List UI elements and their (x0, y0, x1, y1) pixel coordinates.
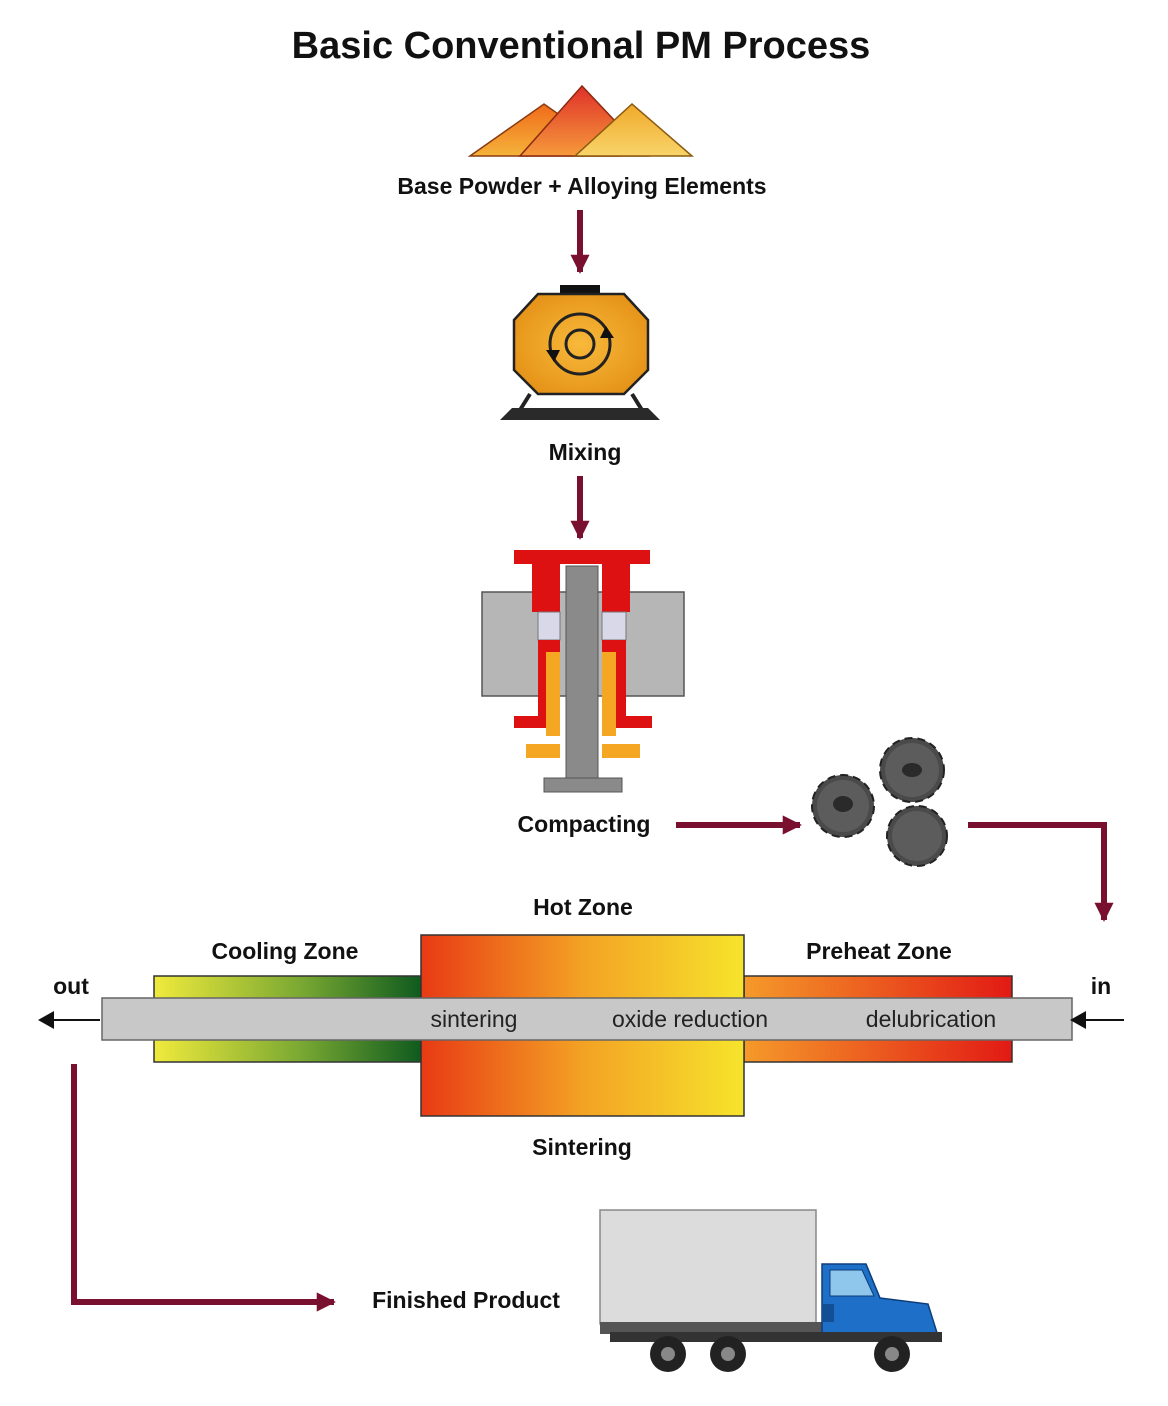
finished-product-label: Finished Product (372, 1287, 560, 1313)
delivery-truck-icon (599, 1209, 942, 1372)
preheat-zone-label: Preheat Zone (806, 938, 952, 964)
in-label: in (1091, 973, 1111, 999)
powder-label: Base Powder + Alloying Elements (397, 173, 766, 199)
out-label: out (53, 973, 89, 999)
compacted-gears-icon (811, 737, 948, 867)
arrow-to-finished-product (71, 1064, 336, 1312)
out-arrow-icon (38, 1011, 100, 1029)
stage-sintering-label: sintering (431, 1006, 518, 1032)
mixing-label: Mixing (549, 439, 622, 465)
stage-oxide-reduction-label: oxide reduction (612, 1006, 768, 1032)
stage-delubrication-label: delubrication (866, 1006, 996, 1032)
diagram-title: Basic Conventional PM Process (292, 25, 871, 67)
sintering-furnace (101, 934, 1073, 1117)
cooling-zone-label: Cooling Zone (212, 938, 359, 964)
compaction-press-icon (481, 550, 685, 793)
conveyor-belt (101, 997, 1073, 1041)
powder-pile-icon (467, 84, 695, 157)
sintering-label: Sintering (532, 1134, 632, 1160)
arrow-to-furnace (968, 822, 1114, 922)
compacting-label: Compacting (518, 811, 651, 837)
mixer-icon (500, 285, 660, 420)
in-arrow-icon (1070, 1011, 1124, 1029)
hot-zone-label: Hot Zone (533, 894, 633, 920)
